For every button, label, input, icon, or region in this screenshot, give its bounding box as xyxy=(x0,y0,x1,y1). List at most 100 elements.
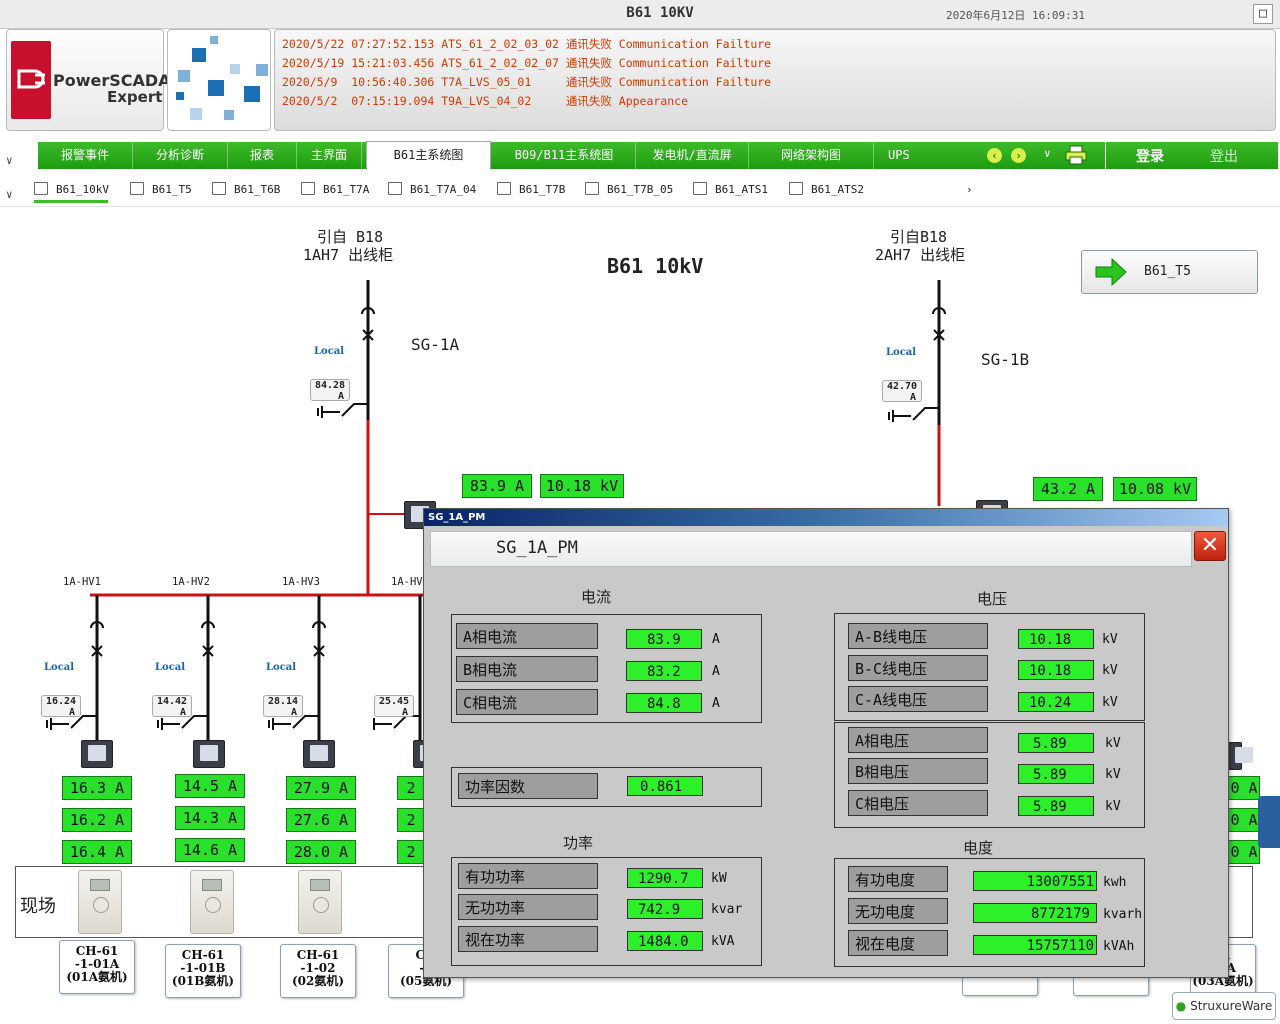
switch-b-label: SG-1B xyxy=(981,350,1030,369)
phase-c-voltage-value: 5.89 xyxy=(1018,796,1094,816)
nav-item-network[interactable]: 网络架构图 xyxy=(749,142,874,169)
chiller-line: (02氨机) xyxy=(291,974,345,988)
ca-line-voltage-label: C-A线电压 xyxy=(848,686,988,712)
nav-item-home[interactable]: 主界面 xyxy=(297,142,362,169)
protection-relay-icon[interactable] xyxy=(78,870,122,934)
power-factor-value: 0.861 xyxy=(627,776,703,796)
login-button[interactable]: 登录 xyxy=(1136,149,1164,165)
chiller-line: (01A氨机) xyxy=(66,970,128,984)
goto-button-label: B61_T5 xyxy=(1144,264,1191,279)
protection-relay-icon[interactable] xyxy=(190,870,234,934)
energy-section-title: 电度 xyxy=(963,839,994,857)
chiller-button[interactable]: CH-61-1-01A(01A氨机) xyxy=(59,940,135,994)
energy-panel: 有功电度 13007551 kwh 无功电度 8772179 kvarh 视在电… xyxy=(834,858,1145,967)
print-icon[interactable] xyxy=(1065,145,1087,165)
source-a-label-1: 引自 B18 xyxy=(317,228,384,246)
unit: A xyxy=(712,696,720,711)
tab-b61-t5[interactable]: B61_T5 xyxy=(130,180,192,202)
local-indicator: Local xyxy=(44,662,75,673)
active-energy-value: 13007551 xyxy=(973,871,1097,891)
unit: kV xyxy=(1105,767,1121,782)
struxureware-icon: ● xyxy=(1175,999,1187,1013)
alarm-entry[interactable]: 2020/5/22 07:27:52.153 ATS_61_2_02_03_02… xyxy=(282,37,772,51)
nav-collapse-icon[interactable]: ∨ xyxy=(6,154,13,167)
side-dock-icon[interactable] xyxy=(1258,796,1280,848)
unit: kwh xyxy=(1103,875,1127,890)
page-icon xyxy=(388,182,402,195)
nav-next-icon[interactable]: › xyxy=(1011,148,1026,163)
struxureware-watermark: ● StruxureWare xyxy=(1172,992,1276,1020)
current-value: 28.14 xyxy=(267,696,299,707)
feeder-label: 1A-HV3 xyxy=(282,576,320,588)
nav-item-generator-dc[interactable]: 发电机/直流屏 xyxy=(636,142,749,169)
tab-label: B61_10kV xyxy=(56,183,109,196)
tab-b61-t7a[interactable]: B61_T7A xyxy=(301,180,369,202)
tab-label: B61_T7A_04 xyxy=(410,183,477,196)
alarm-entry[interactable]: 2020/5/9 10:56:40.306 T7A_LVS_05_01 通讯失败… xyxy=(282,75,772,89)
tab-b61-10kv[interactable]: B61_10kV xyxy=(34,180,109,202)
protection-relay-icon[interactable] xyxy=(298,870,342,934)
power-meter-icon[interactable] xyxy=(193,740,225,768)
local-indicator: Local xyxy=(314,346,345,357)
nav-item-analysis[interactable]: 分析诊断 xyxy=(133,142,228,169)
active-power-value: 1290.7 xyxy=(627,868,703,888)
power-meter-icon[interactable] xyxy=(81,740,113,768)
tab-b61-t6b[interactable]: B61_T6B xyxy=(212,180,280,202)
chiller-button[interactable]: CH-61-1-01B(01B氨机) xyxy=(165,944,241,998)
nav-item-ups[interactable]: UPS xyxy=(888,148,910,162)
alarm-entry[interactable]: 2020/5/19 15:21:03.456 ATS_61_2_02_02_07… xyxy=(282,56,772,70)
tabs-collapse-icon[interactable]: ∨ xyxy=(6,188,13,201)
apparent-energy-value: 15757110 xyxy=(973,935,1097,955)
nav-item-b09-b11-main[interactable]: B09/B11主系统图 xyxy=(493,142,636,169)
tab-b61-ats2[interactable]: B61_ATS2 xyxy=(789,180,864,202)
logout-button[interactable]: 登出 xyxy=(1210,149,1238,165)
chiller-button[interactable]: CH-61-1-02(02氨机) xyxy=(280,944,356,998)
clock-display: 2020年6月12日 16:09:31 xyxy=(946,9,1085,22)
phase-b-voltage-label: B相电压 xyxy=(848,758,988,784)
nav-prev-icon[interactable]: ‹ xyxy=(987,148,1002,163)
ab-line-voltage-value: 10.18 xyxy=(1018,629,1094,649)
alarm-entry[interactable]: 2020/5/2 07:15:19.094 T9A_LVS_04_02 通讯失败… xyxy=(282,94,689,108)
current-unit: A xyxy=(337,391,345,402)
tab-b61-t7a-04[interactable]: B61_T7A_04 xyxy=(388,180,476,202)
chiller-line: -1-01A xyxy=(74,957,120,971)
popup-titlebar[interactable]: SG_1A_PM xyxy=(424,509,1228,526)
tab-b61-t7b[interactable]: B61_T7B xyxy=(497,180,565,202)
source-a-label-2: 1AH7 出线柜 xyxy=(303,246,394,264)
reactive-energy-label: 无功电度 xyxy=(848,898,948,924)
popup-close-button[interactable]: ✕ xyxy=(1194,531,1226,561)
phase-c-current-value: 84.8 xyxy=(626,693,702,713)
current-value: 25.45 xyxy=(378,696,410,707)
goto-b61-t5-button[interactable]: B61_T5 xyxy=(1081,250,1258,294)
close-window-button[interactable]: □ xyxy=(1253,4,1273,24)
nav-item-alarms[interactable]: 报警事件 xyxy=(38,142,133,169)
chiller-button[interactable] xyxy=(1073,976,1149,996)
feeder-phase-a-current: 27.9 A xyxy=(286,776,356,800)
current-unit: A xyxy=(68,707,76,718)
page-icon xyxy=(497,182,511,195)
unit: kvar xyxy=(711,902,743,917)
chiller-line: CH-61 xyxy=(296,948,340,962)
nav-item-b61-main[interactable]: B61主系统图 xyxy=(366,141,491,170)
phase-a-voltage-label: A相电压 xyxy=(848,727,988,753)
power-meter-icon[interactable] xyxy=(303,740,335,768)
tab-label: B61_ATS2 xyxy=(811,183,864,196)
nav-item-reports[interactable]: 报表 xyxy=(228,142,297,169)
chiller-button[interactable] xyxy=(962,976,1038,996)
tabs-scroll-right-icon[interactable]: › xyxy=(966,183,973,196)
tab-b61-t7b-05[interactable]: B61_T7B_05 xyxy=(585,180,673,202)
feeder-label: 1A-HV1 xyxy=(63,576,101,588)
unit: kV xyxy=(1102,632,1118,647)
tab-b61-ats1[interactable]: B61_ATS1 xyxy=(693,180,768,202)
nav-dropdown-icon[interactable]: ∨ xyxy=(1044,147,1051,160)
ca-line-voltage-value: 10.24 xyxy=(1018,692,1094,712)
power-meter-icon[interactable] xyxy=(1228,742,1253,770)
active-tab-underline xyxy=(34,200,108,203)
page-icon xyxy=(585,182,599,195)
